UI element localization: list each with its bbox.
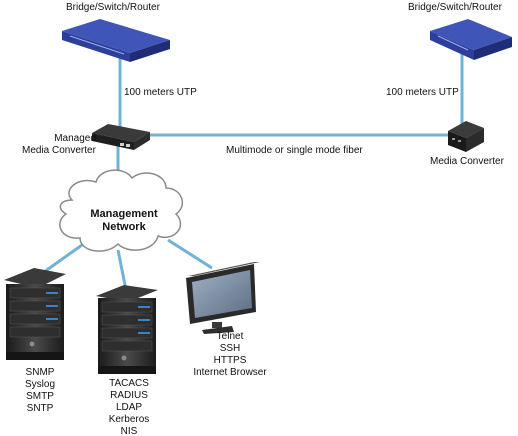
monitor-label: Telnet SSH HTTPS Internet Browser [190,331,270,379]
server-middle-icon [96,285,158,374]
server-left-icon [4,268,66,360]
router-right-icon [430,19,512,60]
connection-lines [43,45,464,291]
router-left-icon [62,19,170,62]
cloud-label-line: Network [102,221,146,233]
link-cloud-server-left [43,243,83,274]
monitor-icon [186,262,260,334]
managed-converter-label-line: Media Converter [22,145,96,156]
server-middle-label-line: LDAP [115,402,143,413]
monitor-label-line: Telnet [216,331,244,342]
media-converter-icon [448,121,484,152]
monitor-label-line: HTTPS [213,355,247,366]
server-middle-label-line: Kerberos [108,414,150,425]
monitor-label-line: Internet Browser [193,367,267,378]
media-converter-label: Media Converter [430,156,504,167]
router-left-label: Bridge/Switch/Router [66,2,160,13]
link-fiber-label: Multimode or single mode fiber [226,145,363,156]
server-middle-label-line: TACACS [109,378,149,389]
server-middle-label-line: NIS [120,426,138,436]
server-left-label: SNMP Syslog SMTP SNTP [18,367,62,415]
cloud-label: Management Network [82,208,166,234]
router-right-label: Bridge/Switch/Router [408,2,502,13]
link-utp-left-label: 100 meters UTP [124,87,197,98]
monitor-label-line: SSH [219,343,241,354]
link-utp-right-label: 100 meters UTP [386,87,459,98]
server-left-label-line: Syslog [24,379,55,390]
server-middle-label: TACACS RADIUS LDAP Kerberos NIS [104,378,154,436]
link-cloud-monitor [167,238,213,270]
managed-converter-label: Managed Media Converter [22,133,96,157]
server-left-label-line: SNTP [26,403,54,414]
cloud-icon [59,169,184,252]
managed-converter-label-line: Managed [54,133,96,144]
cloud-label-line: Management [90,208,158,220]
server-left-label-line: SNMP [25,367,55,378]
server-left-label-line: SMTP [26,391,54,402]
server-middle-label-line: RADIUS [110,390,148,401]
link-cloud-server-middle [116,249,128,291]
managed-media-converter-icon [92,124,150,150]
